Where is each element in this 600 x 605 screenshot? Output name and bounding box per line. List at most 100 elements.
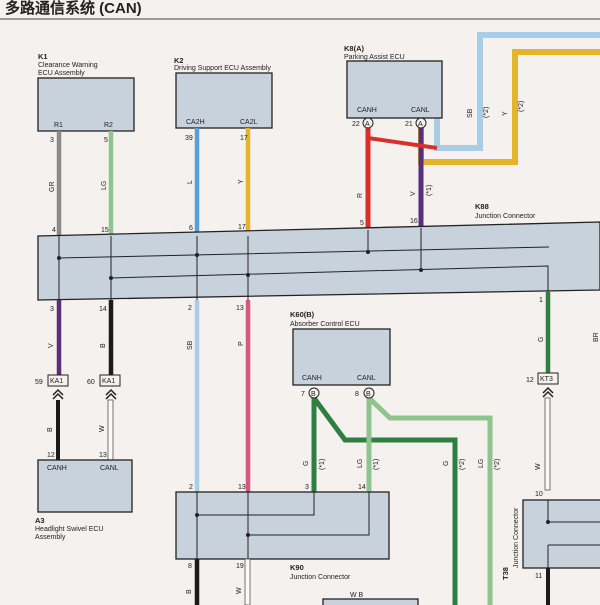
k2-ecu-box [175, 72, 273, 129]
k88-node-2 [195, 253, 199, 257]
k60-code: K60(B) [290, 310, 315, 319]
pin-k88-17: 17 [238, 224, 246, 231]
pin-k88-13: 13 [236, 305, 244, 312]
pin-k1-3: 3 [50, 137, 54, 144]
pin-k8-22: 22 [352, 121, 360, 128]
k8-name: Parking Assist ECU [344, 54, 405, 61]
k90-name: Junction Connector [290, 574, 351, 581]
label-g-k90: G [303, 461, 310, 466]
label-star1-k8: (*1) [426, 185, 433, 196]
label-star2-lg: (*2) [494, 459, 501, 470]
label-star2-sb: (*2) [483, 107, 490, 118]
ka1-label-59: KA1 [50, 378, 63, 385]
ka1-connector-59 [47, 374, 69, 387]
k60-conn-label-b-8: B [366, 391, 371, 398]
label-w-t38: W [535, 463, 542, 470]
k8-pin-canl: CANL [411, 107, 430, 114]
pin-k88-14: 14 [99, 306, 107, 313]
k88-box [37, 221, 600, 301]
k8-conn-label-a-21: A [418, 121, 423, 128]
label-gr: GR [49, 182, 56, 193]
k88-node-5 [246, 273, 250, 277]
k90-bus-canh [196, 492, 315, 516]
k60-ecu-box [292, 328, 391, 386]
k8-code: K8(A) [344, 44, 365, 53]
wire-sb-top [434, 32, 600, 151]
k60-connector-b-8 [363, 387, 375, 399]
k90-node-1 [195, 513, 199, 517]
k1-name-line2: ECU Assembly [38, 70, 85, 77]
wire-w-t38 [544, 397, 551, 491]
pin-k88-16: 16 [410, 218, 418, 225]
pin-a3-13: 13 [99, 452, 107, 459]
k2-pin-ca2h: CA2H [186, 119, 205, 126]
pin-k8-21: 21 [405, 121, 413, 128]
a3-pin-canl: CANL [100, 465, 119, 472]
k1-code: K1 [38, 52, 48, 61]
ka1-connector-60 [99, 374, 121, 387]
kt3-label: KT3 [540, 376, 553, 383]
t38-name: Junction Connector [513, 507, 520, 568]
pin-k88-5: 5 [360, 220, 364, 227]
k60-connector-b-7 [308, 387, 320, 399]
label-y-top: Y [502, 111, 509, 116]
k8-conn-label-a-22: A [365, 121, 370, 128]
pin-k90-14: 14 [358, 484, 366, 491]
k8-connector-a-22 [362, 117, 374, 129]
label-b-a3: B [47, 427, 54, 432]
ka1-chevron-60 [105, 388, 117, 400]
k60-name: Absorber Control ECU [290, 321, 360, 328]
pin-k88-4: 4 [52, 227, 56, 234]
bottom-partial-box [322, 598, 419, 605]
kt3-chevron [542, 386, 554, 398]
page-title: 多路通信系统 (CAN) [5, 0, 142, 17]
pin-k88-3: 3 [50, 306, 54, 313]
pin-k2-39: 39 [185, 135, 193, 142]
label-star1-g: (*1) [319, 459, 326, 470]
label-sb-top: SB [467, 108, 474, 118]
k90-code: K90 [290, 563, 304, 572]
k8-connector-a-21 [415, 117, 427, 129]
wire-r-diagonal [367, 136, 438, 150]
k2-pin-ca2l: CA2L [240, 119, 258, 126]
pin-t38-11: 11 [535, 573, 542, 580]
wire-w-k90-out [244, 558, 251, 605]
k60-pin-canl: CANL [357, 375, 376, 382]
t38-code: T38 [501, 567, 510, 580]
label-star2-g: (*2) [459, 459, 466, 470]
pin-t38-10: 10 [535, 491, 543, 498]
k88-node-6 [419, 268, 423, 272]
k88-node-1 [57, 256, 61, 260]
pin-k88-1: 1 [539, 297, 543, 304]
label-lg-k1: LG [101, 181, 108, 190]
label-p: P [238, 341, 245, 346]
pin-k90-3: 3 [305, 484, 309, 491]
k2-name: Driving Support ECU Assembly [174, 65, 271, 72]
pin-k60-7: 7 [301, 391, 305, 398]
pin-k90-8: 8 [188, 563, 192, 570]
ka1-chevron-59 [52, 388, 64, 400]
a3-code: A3 [35, 516, 45, 525]
label-w-k90-out: W [236, 587, 243, 594]
label-star2-y: (*2) [518, 101, 525, 112]
a3-pin-canh: CANH [47, 465, 67, 472]
pin-ka1-60: 60 [87, 379, 95, 386]
wire-g-k60-far [311, 396, 458, 605]
label-v-lower: V [48, 343, 55, 348]
a3-ecu-box [37, 459, 133, 513]
pin-k1-5: 5 [104, 137, 108, 144]
pin-k2-17: 17 [240, 135, 248, 142]
label-lg-far: LG [478, 459, 485, 468]
label-b-lower: B [100, 343, 107, 348]
k8-ecu-box [346, 60, 443, 119]
label-l: L [187, 180, 194, 184]
k60-conn-label-b-7: B [311, 391, 316, 398]
label-sb-k90: SB [187, 340, 194, 350]
t38-node [546, 520, 550, 524]
a3-name-line2: Assembly [35, 534, 66, 541]
k88-bus-canl [110, 236, 549, 292]
pin-a3-12: 12 [47, 452, 55, 459]
pin-ka1-59: 59 [35, 379, 43, 386]
label-b-k90-out: B [186, 589, 193, 594]
